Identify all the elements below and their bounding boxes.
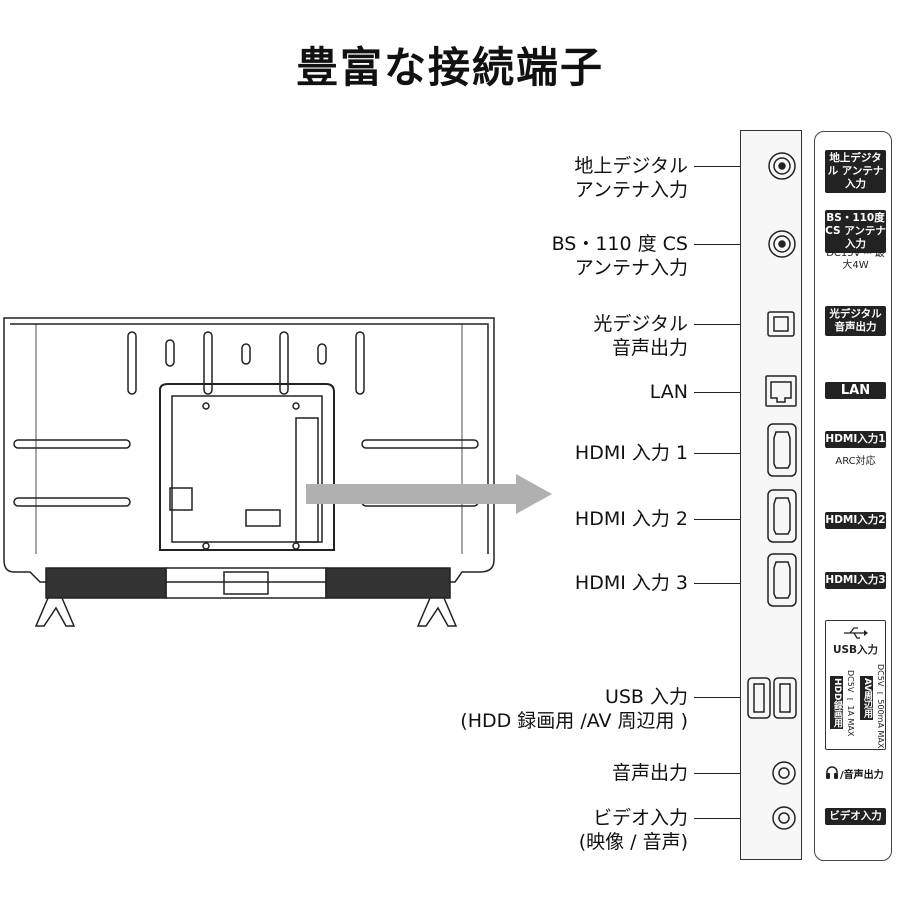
board-usb-hdd-power: DC5V ⎓ 1A MAX	[846, 670, 855, 737]
coax-connector-icon	[768, 152, 796, 180]
label-hdmi1: HDMI 入力 1	[574, 442, 688, 464]
hdmi-port-icon	[767, 423, 797, 477]
leader-line	[694, 773, 774, 774]
hdmi-port-icon	[767, 489, 797, 543]
leader-line	[694, 453, 768, 454]
board-lan-label: LAN	[825, 382, 886, 399]
coax-connector-icon	[768, 230, 796, 258]
board-hdmi1-label: HDMI入力1	[825, 431, 886, 448]
board-usb-label: USB入力	[832, 644, 879, 656]
audio-jack-icon	[772, 761, 796, 785]
video-jack-icon	[772, 806, 796, 830]
board-bs-label: BS・110度CS アンテナ入力	[825, 210, 886, 253]
usb-port-icon	[747, 677, 797, 719]
hdmi-port-icon	[767, 553, 797, 607]
board-optical-label: 光デジタル 音声出力	[825, 306, 886, 336]
board-hdmi2-label: HDMI入力2	[825, 512, 886, 529]
board-hdmi1-sub: ARC対応	[835, 456, 876, 467]
optical-port-icon	[767, 311, 795, 337]
board-usb-box	[825, 620, 886, 750]
leader-line	[694, 244, 768, 245]
leader-line	[694, 818, 774, 819]
leader-line	[694, 166, 768, 167]
usb-symbol-icon	[844, 627, 868, 639]
board-usb-hdd-label: HDD録画用	[830, 676, 843, 730]
leader-line	[694, 697, 746, 698]
headphone-icon	[826, 766, 838, 779]
label-audio-out: 音声出力	[611, 762, 688, 784]
label-lan: LAN	[649, 381, 688, 403]
board-terrestrial-label: 地上デジタル アンテナ入力	[825, 150, 886, 193]
label-usb: USB 入力(HDD 録画用 /AV 周辺用 )	[460, 686, 688, 732]
board-hdmi3-label: HDMI入力3	[825, 572, 886, 589]
leader-line	[694, 324, 766, 325]
page-title: 豊富な接続端子	[295, 43, 604, 92]
label-video-in: ビデオ入力(映像 / 音声)	[578, 807, 688, 853]
leader-line	[694, 519, 768, 520]
board-usb-av-label: AV周辺用	[860, 676, 873, 721]
board-video-in-label: ビデオ入力	[825, 808, 886, 825]
panel-connectors	[747, 152, 797, 830]
tv-back-illustration	[3, 317, 552, 627]
leader-line	[694, 583, 768, 584]
label-optical: 光デジタル音声出力	[593, 313, 688, 359]
label-hdmi2: HDMI 入力 2	[574, 508, 688, 530]
lan-port-icon	[765, 375, 797, 407]
label-hdmi3: HDMI 入力 3	[574, 572, 688, 594]
board-bs-power: DC15V ⎓ 最大4W	[826, 248, 885, 271]
leader-line	[694, 392, 766, 393]
label-terrestrial: 地上デジタルアンテナ入力	[574, 155, 688, 201]
board-audio-out-label: /音声出力	[840, 770, 884, 781]
board-usb-av-power: DC5V ⎓ 500mA MAX	[876, 664, 885, 749]
